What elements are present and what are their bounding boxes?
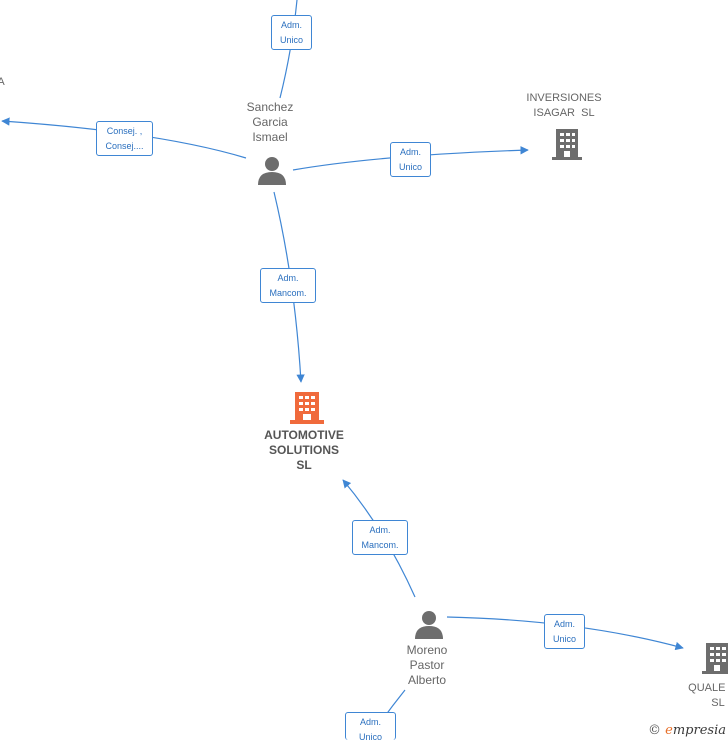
edge-role: Unico (358, 732, 382, 740)
copyright-symbol: © (648, 723, 662, 738)
name-line: AUTOMOTIVE (264, 428, 344, 442)
name-line: A (0, 76, 5, 88)
name-line: Moreno (406, 643, 448, 657)
name-line: Pastor (409, 658, 445, 672)
edge-label-e7[interactable]: Adm. Unico (345, 712, 396, 740)
edge-role: Unico (552, 634, 576, 644)
building-icon[interactable] (702, 643, 728, 674)
name-line: SL (711, 697, 725, 709)
edge-label-e4[interactable]: Adm. Mancom. (260, 268, 316, 303)
name-line: Garcia (252, 115, 288, 129)
name-line: Ismael (252, 130, 288, 144)
name-line: Alberto (407, 673, 447, 687)
company-label-automotive[interactable]: AUTOMOTIVE SOLUTIONS SL (249, 428, 359, 473)
edge-role: Mancom. (361, 540, 399, 550)
name-line: QUALE V (688, 682, 728, 694)
brand-logo-text: mpresia (672, 723, 726, 738)
building-icon[interactable] (552, 129, 582, 160)
brand-logo-initial: e (665, 723, 673, 738)
edge-role: Adm. (369, 525, 391, 535)
company-label-partial[interactable]: A (0, 75, 6, 90)
name-line: Sanchez (246, 100, 294, 114)
edge-role: Adm. (359, 717, 381, 727)
edge-role: Adm. (553, 619, 575, 629)
company-label-inversiones[interactable]: INVERSIONES ISAGAR SL (509, 91, 619, 121)
brand-watermark: © empresia (648, 723, 726, 738)
person-label-sanchez[interactable]: Sanchez Garcia Ismael (230, 100, 310, 145)
building-icon[interactable] (290, 392, 324, 424)
edge-role: Adm. (280, 20, 302, 30)
name-line: SL (296, 458, 312, 472)
edge-label-e1[interactable]: Adm. Unico (271, 15, 312, 50)
person-icon[interactable] (415, 611, 443, 639)
edge-role: Adm. (277, 273, 299, 283)
edge-label-e6[interactable]: Adm. Unico (544, 614, 585, 649)
edge-role: Unico (398, 162, 422, 172)
edge-role: Consej. , (106, 126, 143, 136)
name-line: INVERSIONES (526, 92, 602, 104)
edge-role: Mancom. (269, 288, 307, 298)
edge-label-e3[interactable]: Adm. Unico (390, 142, 431, 177)
name-line: SOLUTIONS (268, 443, 339, 457)
edge-role: Unico (279, 35, 303, 45)
edge-role: Consej.... (105, 141, 144, 151)
person-label-moreno[interactable]: Moreno Pastor Alberto (387, 643, 467, 688)
edge-role: Adm. (399, 147, 421, 157)
name-line: ISAGAR SL (533, 107, 595, 119)
edge-label-e5[interactable]: Adm. Mancom. (352, 520, 408, 555)
company-label-quale[interactable]: QUALE V SL (672, 681, 728, 711)
edge-label-e2[interactable]: Consej. , Consej.... (96, 121, 153, 156)
person-icon[interactable] (258, 157, 286, 185)
